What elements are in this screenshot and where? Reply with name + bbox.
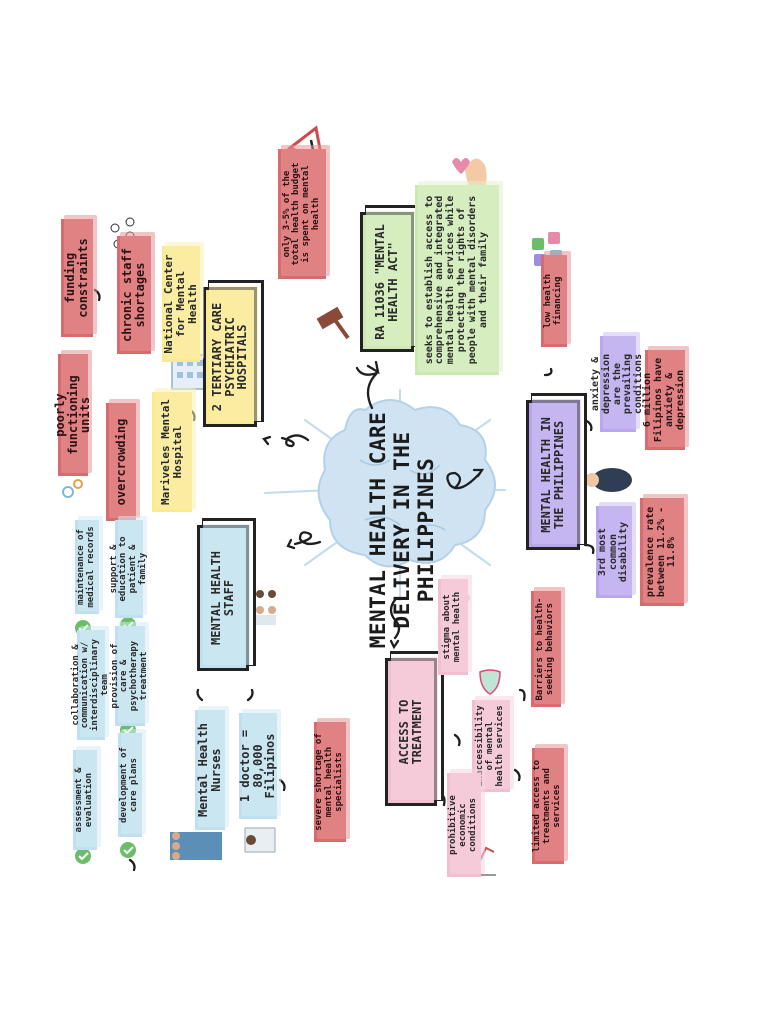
duty-provision: provision of care & psychotherapy treatm…	[110, 626, 149, 726]
stigma-note: stigma about mental health	[438, 579, 468, 675]
doctor-icon	[244, 827, 276, 853]
overcrowding-note: overcrowding	[106, 403, 136, 521]
duty-records: maintenance of medical records	[75, 520, 99, 614]
limited-access-note: limited access to treatments and service…	[532, 748, 564, 864]
disability-note: 3rd most common disability	[596, 506, 632, 598]
sad-person-icon	[585, 468, 632, 492]
budget-note: only 3-5% of the total health budget is …	[278, 149, 326, 279]
duty-assessment: assessment & evaluation	[73, 750, 97, 850]
financing-note: low health financing	[541, 255, 567, 347]
nurses-icon	[170, 832, 222, 860]
law-title: RA 11036 "MENTAL HEALTH ACT"	[360, 212, 414, 352]
nurses-note: Mental Health Nurses	[195, 710, 225, 830]
funding-constraints-note: funding constraints	[61, 219, 93, 337]
law-goal-note: seeks to establish access to comprehensi…	[415, 185, 499, 375]
prevalence-note: prevalence rate between 11.2% - 11.8%	[640, 498, 684, 606]
ncmh-note: National Center for Mental Health	[162, 246, 200, 362]
specialists-note: severe shortage of mental health special…	[314, 722, 346, 842]
state-title: MENTAL HEALTH IN THE PHILIPPINES	[526, 400, 580, 550]
anxiety-note: anxiety & depression are the prevailing …	[590, 336, 644, 432]
gavel-icon	[316, 306, 350, 340]
poor-units-note: poorly functioning units	[53, 354, 92, 476]
gears-icon	[62, 479, 83, 498]
mariveles-note: Mariveles Mental Hospital	[152, 392, 192, 512]
access-title: ACCESS TO TREATMENT	[385, 658, 437, 806]
staff-title: MENTAL HEALTH STAFF	[197, 525, 249, 671]
hospitals-title: 2 TERTIARY CARE PSYCHIATRIC HOSPITALS	[203, 287, 257, 427]
duty-care-plans: development of care plans	[118, 733, 142, 837]
duty-support: support & education to patient & family	[109, 520, 148, 618]
brain-icon	[317, 399, 496, 568]
economic-note: prohibitive economic conditions	[447, 773, 481, 877]
barriers-note: Barriers to health-seeking behaviors	[531, 591, 561, 707]
staff-shortage-note: chronic staff shortages	[117, 236, 151, 354]
health-shield-icon	[479, 669, 501, 695]
ratio-note: 1 doctor = 80,000 Filipinos	[238, 713, 277, 819]
duty-collaboration: collaboration & communication w/ interdi…	[71, 630, 110, 740]
six-million-note: 6 million Filipinos have anxiety & depre…	[642, 350, 686, 450]
